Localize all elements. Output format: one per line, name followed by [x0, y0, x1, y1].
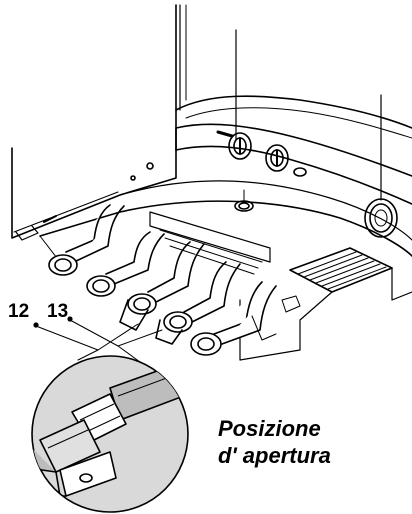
- wall-bracket: [15, 225, 39, 241]
- pressure-gauge-icon: [364, 198, 398, 238]
- pipe-1: [48, 204, 125, 276]
- open-position-caption: Posizione d' apertura: [218, 415, 408, 469]
- pipe-2: [86, 231, 165, 297]
- control-knob-icon: [265, 144, 289, 172]
- caption-line-2: d' apertura: [218, 443, 331, 468]
- pipe-4: [155, 261, 241, 345]
- front-cover: [175, 95, 412, 129]
- bottom-plate: [119, 180, 412, 241]
- pipe-5: [190, 281, 277, 356]
- callout-number-13: 13: [47, 301, 69, 322]
- leader-12: [35, 323, 139, 351]
- callout-number-12: 12: [8, 301, 30, 322]
- boiler-left-panel: [11, 4, 177, 239]
- control-panel: [175, 123, 412, 177]
- leader-13: [69, 319, 163, 347]
- detail-magnifier: [31, 355, 189, 513]
- pipe-3: [119, 241, 205, 331]
- control-knob-icon: [228, 132, 252, 160]
- vent-grille: [289, 247, 393, 293]
- caption-line-1: Posizione: [218, 416, 321, 441]
